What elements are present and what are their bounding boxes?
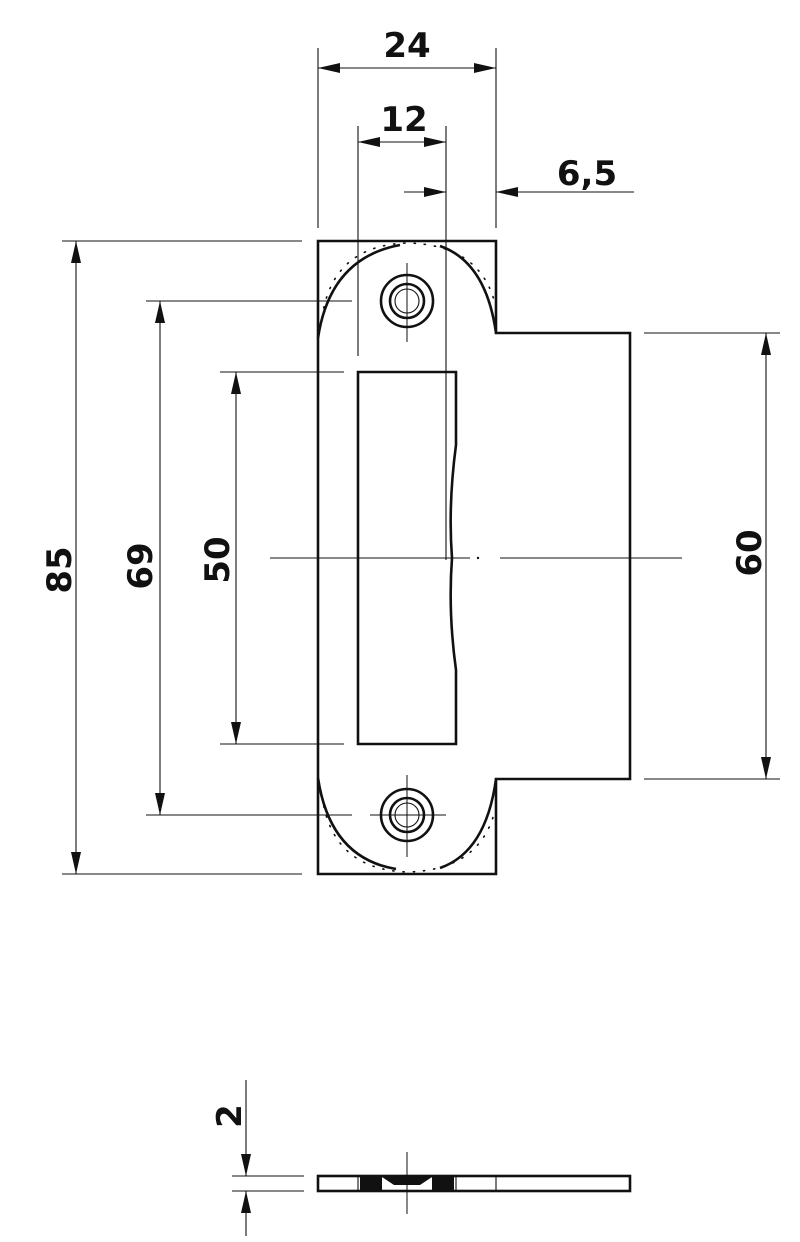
dim-label-50: 50 bbox=[198, 536, 238, 583]
dimension-85: 85 bbox=[40, 240, 302, 875]
lower-right-arc bbox=[439, 778, 498, 870]
dim-label-69: 69 bbox=[121, 542, 161, 589]
edge-view-outline bbox=[316, 1174, 632, 1193]
edge-view bbox=[316, 1152, 632, 1214]
lower-dotted-arc bbox=[321, 795, 495, 873]
dim-label-2: 2 bbox=[210, 1104, 250, 1128]
dimension-24: 24 bbox=[317, 26, 497, 228]
edge-view-section-left bbox=[360, 1177, 382, 1190]
dimension-2: 2 bbox=[210, 1080, 304, 1236]
dimension-69: 69 bbox=[121, 300, 352, 816]
dim-label-85: 85 bbox=[40, 546, 80, 593]
dimension-50: 50 bbox=[198, 371, 344, 745]
plate-outline bbox=[316, 239, 632, 876]
dim-label-60: 60 bbox=[730, 529, 770, 576]
dim-label-12: 12 bbox=[380, 100, 427, 140]
dimension-12: 12 bbox=[357, 100, 447, 560]
edge-view-section-right bbox=[432, 1177, 454, 1190]
dimension-60: 60 bbox=[644, 332, 780, 780]
upper-right-arc bbox=[439, 244, 498, 334]
lower-left-arc bbox=[316, 777, 397, 871]
front-view bbox=[270, 239, 682, 876]
dim-label-24: 24 bbox=[383, 26, 430, 66]
upper-dotted-arc bbox=[321, 242, 495, 319]
dim-label-6-5: 6,5 bbox=[557, 154, 617, 194]
upper-left-arc bbox=[316, 243, 401, 339]
dimension-6-5: 6,5 bbox=[404, 154, 634, 197]
centerline-dot bbox=[476, 556, 480, 560]
